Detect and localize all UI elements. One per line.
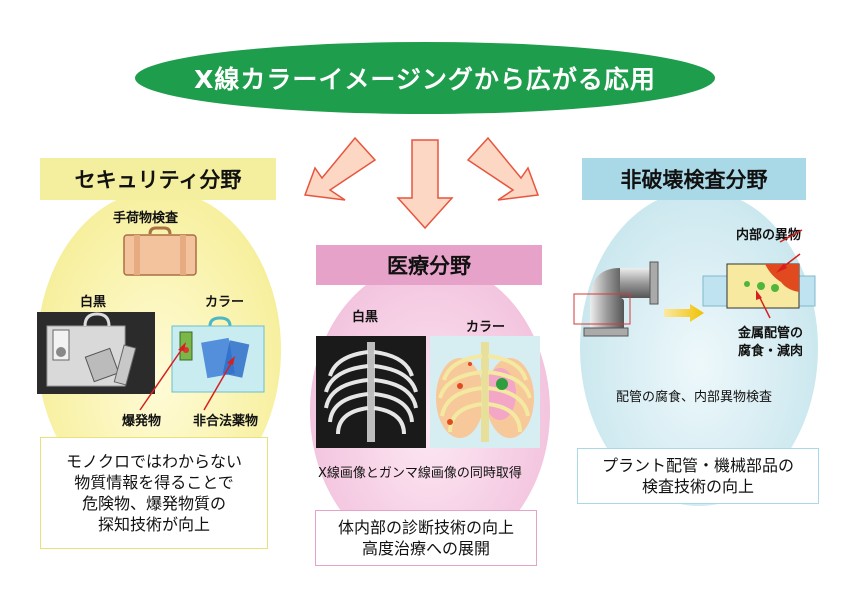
ndt-benefit-line: 検査技術の向上 (641, 477, 754, 496)
suitcase-icon (123, 226, 197, 276)
security-benefit-line: モノクロではわからない (65, 452, 242, 471)
luggage-label: 手荷物検査 (113, 211, 179, 226)
medical-caption: X線画像とガンマ線画像の同時取得 (318, 466, 522, 481)
security-mono-label: 白黒 (80, 295, 107, 310)
luggage-xray-mono (37, 312, 155, 394)
medical-heading: 医療分野 (316, 245, 542, 285)
security-heading: セキュリティ分野 (40, 158, 276, 200)
title-banner: X線カラーイメージングから広がる応用 (135, 42, 715, 114)
corrosion-label-line: 金属配管の (738, 326, 804, 341)
security-color-label: カラー (205, 295, 245, 310)
medical-mono-label: 白黒 (352, 310, 379, 325)
foreign-object-label: 内部の異物 (736, 228, 802, 243)
security-benefit-line: 危険物、爆発物質の (81, 494, 226, 513)
explosive-label: 爆発物 (122, 414, 162, 429)
pipe-section-image (702, 263, 816, 309)
security-benefit-box: モノクロではわからない 物質情報を得ることで 危険物、爆発物質の 探知技術が向上 (40, 437, 268, 549)
ndt-caption: 配管の腐食、内部異物検査 (616, 390, 773, 405)
medical-color-label: カラー (466, 320, 506, 335)
luggage-xray-color (171, 316, 265, 393)
ndt-benefit-line: プラント配管・機械部品の (601, 456, 794, 475)
medical-benefit-line: 高度治療への展開 (361, 539, 490, 558)
security-benefit-line: 物質情報を得ることで (74, 473, 234, 492)
ndt-benefit-box: プラント配管・機械部品の 検査技術の向上 (577, 448, 819, 504)
security-benefit-line: 探知技術が向上 (97, 515, 210, 534)
ndt-heading: 非破壊検査分野 (582, 158, 806, 200)
chest-xray-mono (316, 336, 426, 448)
arrow-right-icon (664, 304, 704, 322)
medical-benefit-line: 体内部の診断技術の向上 (337, 518, 514, 537)
pipe-elbow-icon (573, 261, 659, 337)
drug-label: 非合法薬物 (193, 414, 259, 429)
corrosion-label: 金属配管の 腐食・減肉 (738, 325, 803, 361)
chest-xray-color (430, 336, 540, 448)
corrosion-label-line: 腐食・減肉 (738, 344, 804, 359)
medical-benefit-box: 体内部の診断技術の向上 高度治療への展開 (315, 510, 537, 566)
